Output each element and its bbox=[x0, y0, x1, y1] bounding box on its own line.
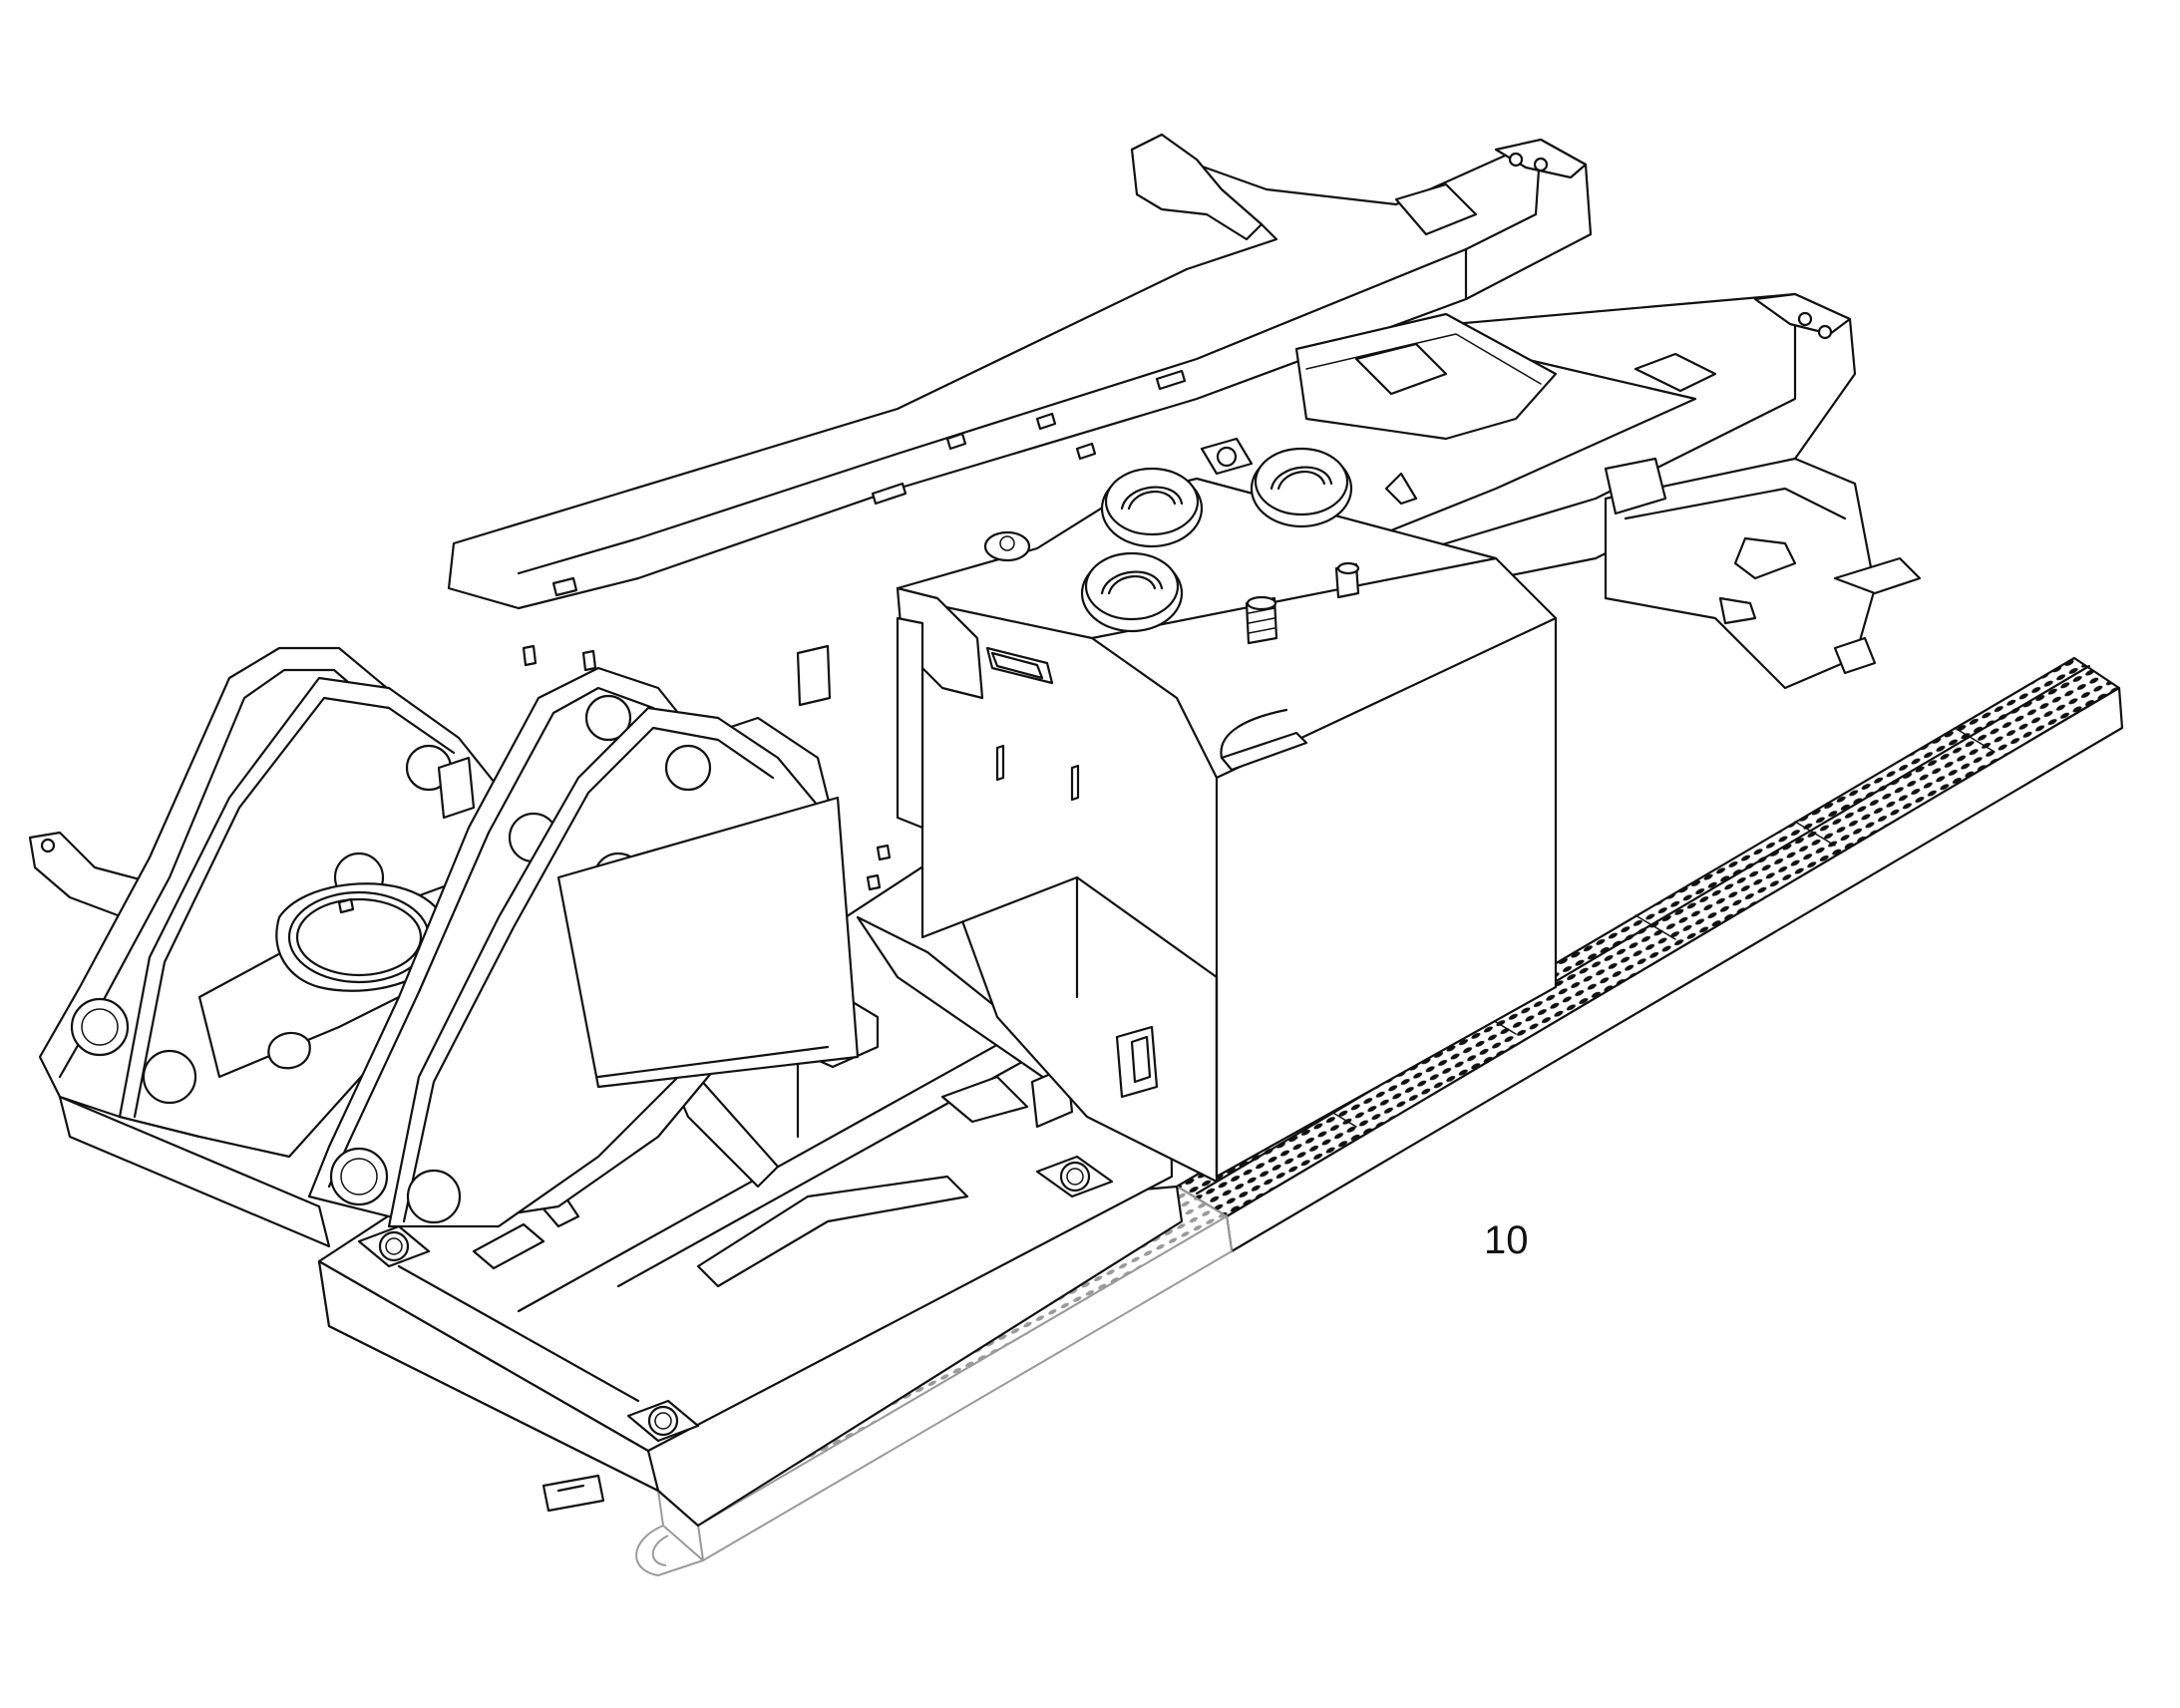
boom-mount-right bbox=[307, 666, 860, 1228]
frame-brackets bbox=[337, 576, 892, 914]
boom-mount-left bbox=[28, 646, 501, 1248]
rear-frame-rail bbox=[447, 133, 1593, 610]
hydraulic-tank bbox=[896, 437, 1558, 1184]
right-frame-rail bbox=[1294, 292, 1922, 690]
callout-label-10: 10 bbox=[1484, 1218, 1529, 1262]
